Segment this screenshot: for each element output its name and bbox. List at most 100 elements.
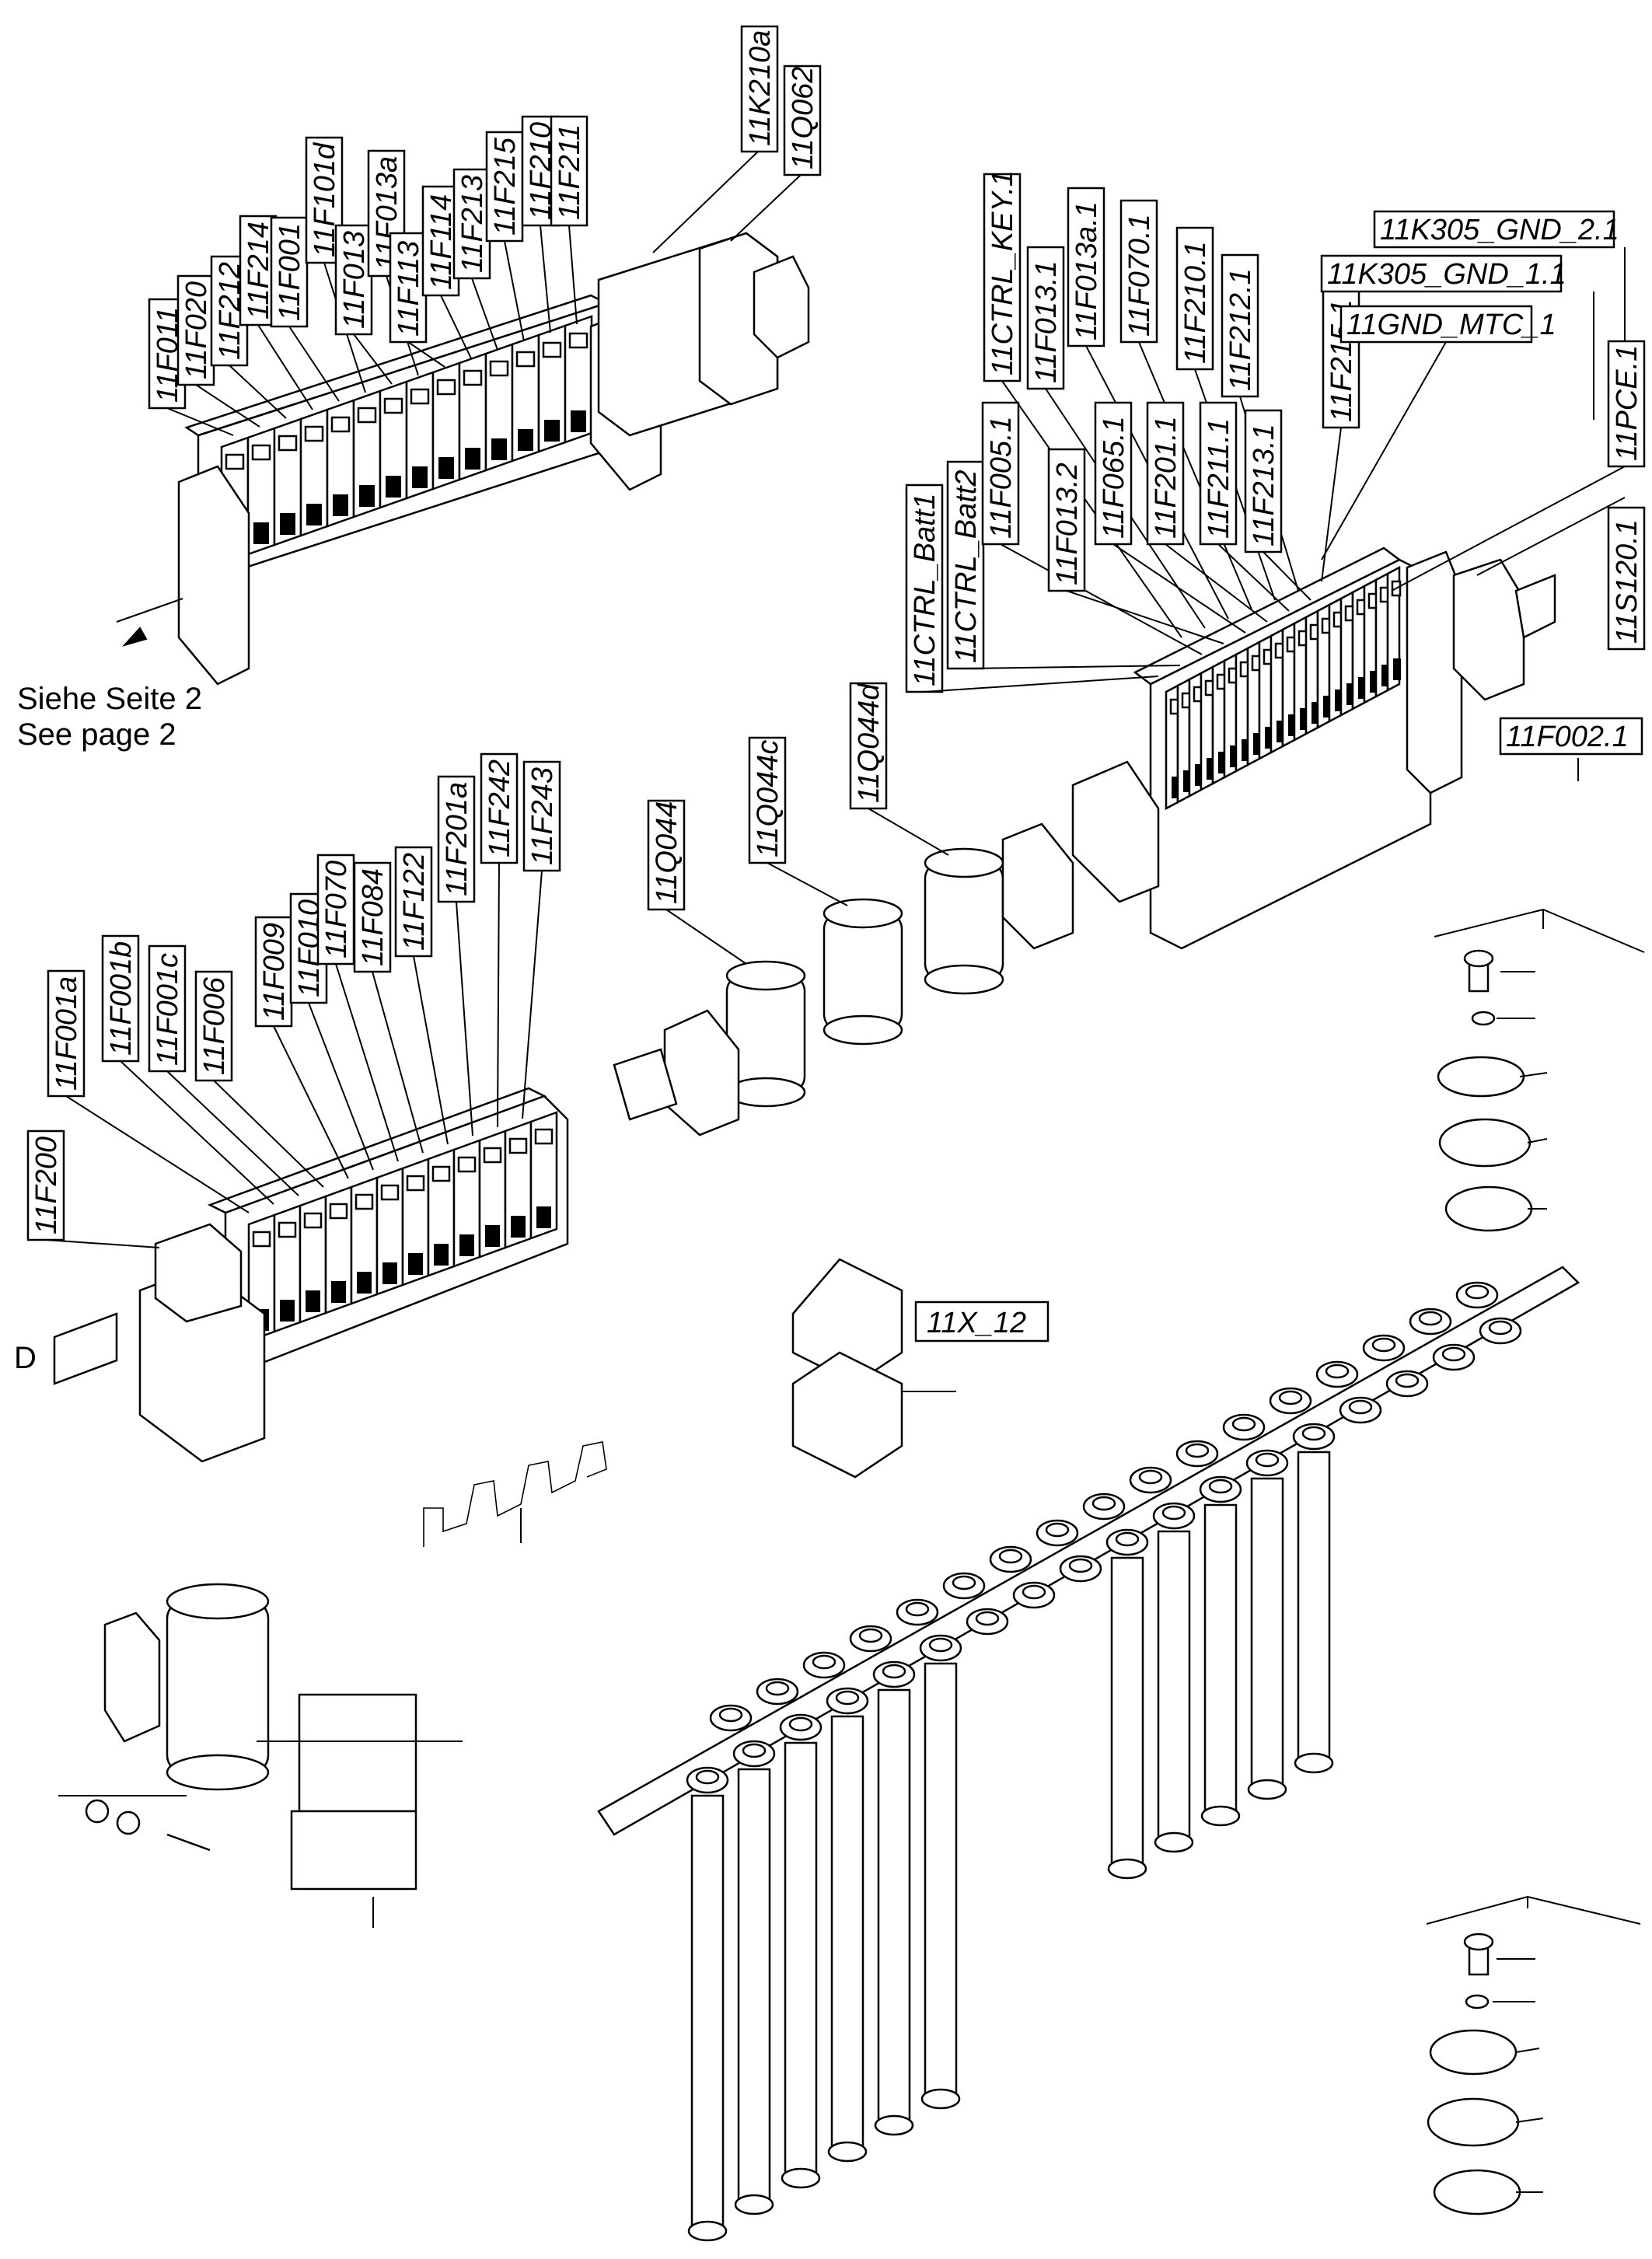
cable-gland-nut bbox=[998, 1548, 1023, 1564]
middle-left-module-window bbox=[252, 1231, 271, 1248]
cable-gland-nut bbox=[765, 1681, 790, 1696]
top-left-module-lever bbox=[280, 513, 295, 535]
label-11F113-text: 11F113 bbox=[393, 241, 425, 337]
label-11F212-leader bbox=[229, 365, 287, 419]
label-11F213: 11F213 bbox=[452, 168, 491, 280]
label-11K305_GND_1.1-text: 11K305_GND_1.1 bbox=[1327, 258, 1566, 291]
label-11F113-leader bbox=[407, 341, 445, 368]
terminal-label-11X_12: 11X_12 bbox=[914, 1301, 1050, 1342]
label-11F001-leader bbox=[288, 326, 340, 402]
terminal-11X_12 bbox=[791, 1258, 956, 1479]
cable-gland-nut bbox=[1348, 1399, 1373, 1415]
relay-11Q044c bbox=[823, 898, 903, 1046]
top-left-module-lever bbox=[571, 410, 586, 432]
label-11F009: 11F009 bbox=[254, 916, 293, 1028]
cable-gland-nut bbox=[1091, 1496, 1116, 1511]
label-11F201.1-text: 11F201.1 bbox=[1150, 416, 1182, 539]
cable-gland-plate bbox=[597, 1266, 1580, 2242]
cable-gland-nut bbox=[1255, 1452, 1280, 1468]
top-left-module-window bbox=[278, 435, 298, 452]
cable-gland-nut bbox=[1488, 1320, 1513, 1335]
label-11F009-text: 11F009 bbox=[258, 923, 291, 1021]
label-11Q044d-leader bbox=[868, 808, 949, 856]
label-11F243-leader bbox=[522, 870, 543, 1119]
cable-gland-nut bbox=[1301, 1426, 1326, 1441]
hose-fitting bbox=[1200, 1805, 1241, 1827]
label-11F213.1-leader bbox=[1263, 551, 1311, 601]
label-11F242: 11F242 bbox=[480, 752, 519, 864]
label-11K305_GND_2.1: 11K305_GND_2.1 bbox=[1373, 210, 1619, 249]
label-11F013.2-text: 11F013.2 bbox=[1051, 463, 1084, 585]
cable-gland-nut bbox=[1045, 1522, 1070, 1538]
corrugated-hose bbox=[1297, 1451, 1331, 1765]
label-11F211-leader bbox=[568, 225, 578, 325]
cable-gland-nut bbox=[952, 1575, 976, 1590]
label-11F084: 11F084 bbox=[353, 861, 392, 973]
label-11F213-text: 11F213 bbox=[456, 175, 489, 273]
cable-gland-nut bbox=[1208, 1479, 1233, 1494]
label-11F006: 11F006 bbox=[194, 970, 233, 1082]
label-11F001a-leader bbox=[65, 1095, 250, 1213]
label-11F201a: 11F201a bbox=[437, 775, 476, 903]
cable-gland-nut bbox=[1161, 1505, 1186, 1521]
middle-left-module-window bbox=[457, 1156, 477, 1173]
label-11CTRL_Batt2: 11CTRL_Batt2 bbox=[946, 460, 985, 670]
cable-gland-nut bbox=[1395, 1373, 1420, 1388]
middle-left-module-window bbox=[380, 1184, 400, 1201]
label-11F070-text: 11F070 bbox=[320, 861, 353, 958]
top-left-module-lever bbox=[465, 448, 480, 470]
label-11CTRL_KEY.1-text: 11CTRL_KEY.1 bbox=[987, 170, 1019, 375]
label-11F214-text: 11F214 bbox=[243, 222, 275, 319]
label-11Q044d: 11Q044d bbox=[849, 683, 888, 810]
label-11CTRL_Batt1: 11CTRL_Batt1 bbox=[905, 484, 944, 693]
see-page-en-note: See page 2 bbox=[17, 718, 176, 752]
label-11Q044-leader bbox=[665, 909, 747, 965]
label-11F005.1-leader bbox=[1000, 543, 1203, 655]
label-11F013.2-leader bbox=[1066, 590, 1224, 644]
label-11F213.1: 11F213.1 bbox=[1244, 409, 1283, 553]
cable-gland-nut bbox=[1231, 1416, 1256, 1432]
cable-gland-nut bbox=[695, 1769, 720, 1785]
label-11K210a: 11K210a bbox=[740, 25, 779, 153]
middle-left-module-window bbox=[354, 1193, 374, 1210]
top-left-module-window bbox=[304, 425, 324, 442]
label-11Q044c-text: 11Q044c bbox=[752, 740, 784, 857]
corrugated-hose bbox=[1157, 1530, 1191, 1844]
corrugated-hose bbox=[830, 1715, 864, 2153]
label-11F013a.1-text: 11F013a.1 bbox=[1070, 201, 1103, 340]
cable-gland-nut bbox=[1278, 1390, 1303, 1405]
label-11F070.1: 11F070.1 bbox=[1119, 199, 1158, 344]
corrugated-hose bbox=[690, 1794, 725, 2233]
label-11F001a: 11F001a bbox=[47, 969, 86, 1098]
label-11F013.1-text: 11F013.1 bbox=[1030, 260, 1063, 383]
label-11F013a.1: 11F013a.1 bbox=[1067, 187, 1105, 347]
corrugated-hose bbox=[1110, 1556, 1144, 1870]
label-11F114-leader bbox=[440, 295, 472, 359]
middle-left-module-window bbox=[303, 1212, 323, 1229]
top-left-module-lever bbox=[333, 494, 348, 516]
cable-gland-nut bbox=[882, 1664, 906, 1679]
label-11PCE.1-text: 11PCE.1 bbox=[1611, 345, 1643, 461]
label-11F010-leader bbox=[308, 1002, 374, 1171]
top-left-module-window bbox=[410, 388, 430, 405]
middle-left-module-window bbox=[278, 1221, 297, 1238]
middle-left-module-window bbox=[483, 1147, 502, 1164]
label-11F013-text: 11F013 bbox=[338, 231, 371, 329]
cable-gland-nut bbox=[858, 1628, 883, 1643]
label-11F001c: 11F001c bbox=[148, 944, 187, 1073]
middle-left-module-window bbox=[508, 1137, 528, 1154]
label-11F001c-text: 11F001c bbox=[152, 953, 184, 1066]
cable-gland-nut bbox=[905, 1601, 930, 1617]
middle-left-module-window bbox=[431, 1165, 451, 1182]
top-left-module-lever bbox=[412, 466, 428, 488]
cable-gland-nut bbox=[1441, 1346, 1466, 1362]
label-11Q062: 11Q062 bbox=[783, 65, 822, 176]
label-11F243-text: 11F243 bbox=[526, 767, 559, 865]
cable-gland-nut bbox=[1138, 1469, 1163, 1485]
top-left-module-window bbox=[436, 379, 456, 396]
label-11Q044-text: 11Q044 bbox=[651, 801, 683, 904]
label-11Q044d-text: 11Q044d bbox=[853, 683, 885, 803]
label-11Q044: 11Q044 bbox=[647, 799, 686, 911]
label-11F213-leader bbox=[471, 278, 498, 351]
